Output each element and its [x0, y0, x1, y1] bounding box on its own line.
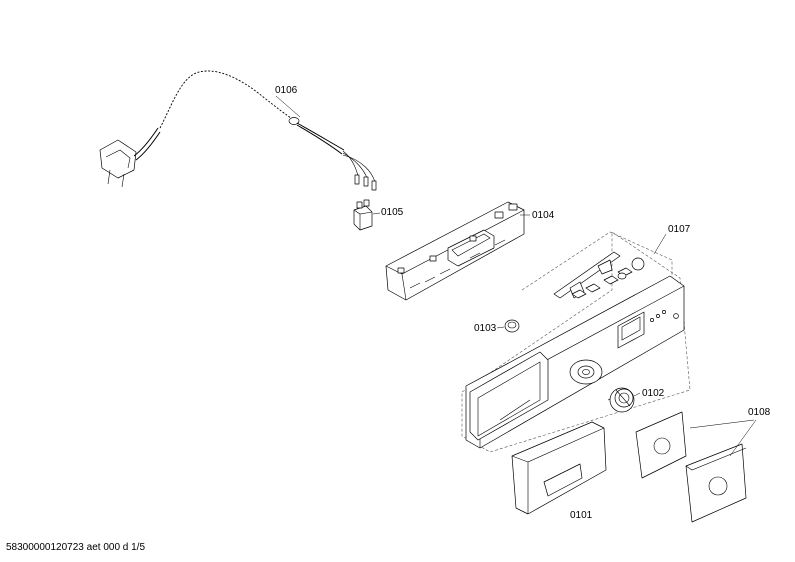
control-panel-0107 — [461, 231, 691, 453]
label-0104: 0104 — [532, 210, 555, 221]
label-0105: 0105 — [381, 207, 404, 218]
selector-knob-0102 — [607, 387, 641, 413]
label-0103: 0103 — [474, 323, 497, 334]
label-0102: 0102 — [642, 388, 665, 399]
label-0108: 0108 — [748, 407, 771, 418]
power-cable-0106 — [99, 70, 377, 191]
decor-panels-0108 — [635, 411, 757, 523]
knob-0103 — [496, 319, 520, 333]
label-0106: 0106 — [275, 85, 298, 96]
electronic-module-0104 — [385, 201, 530, 301]
component-0105 — [353, 199, 381, 231]
label-0101: 0101 — [570, 510, 593, 521]
dispenser-handle-0101 — [511, 421, 607, 515]
document-id: 58300000120723 aet 000 d 1/5 — [6, 542, 146, 553]
label-0107: 0107 — [668, 224, 691, 235]
